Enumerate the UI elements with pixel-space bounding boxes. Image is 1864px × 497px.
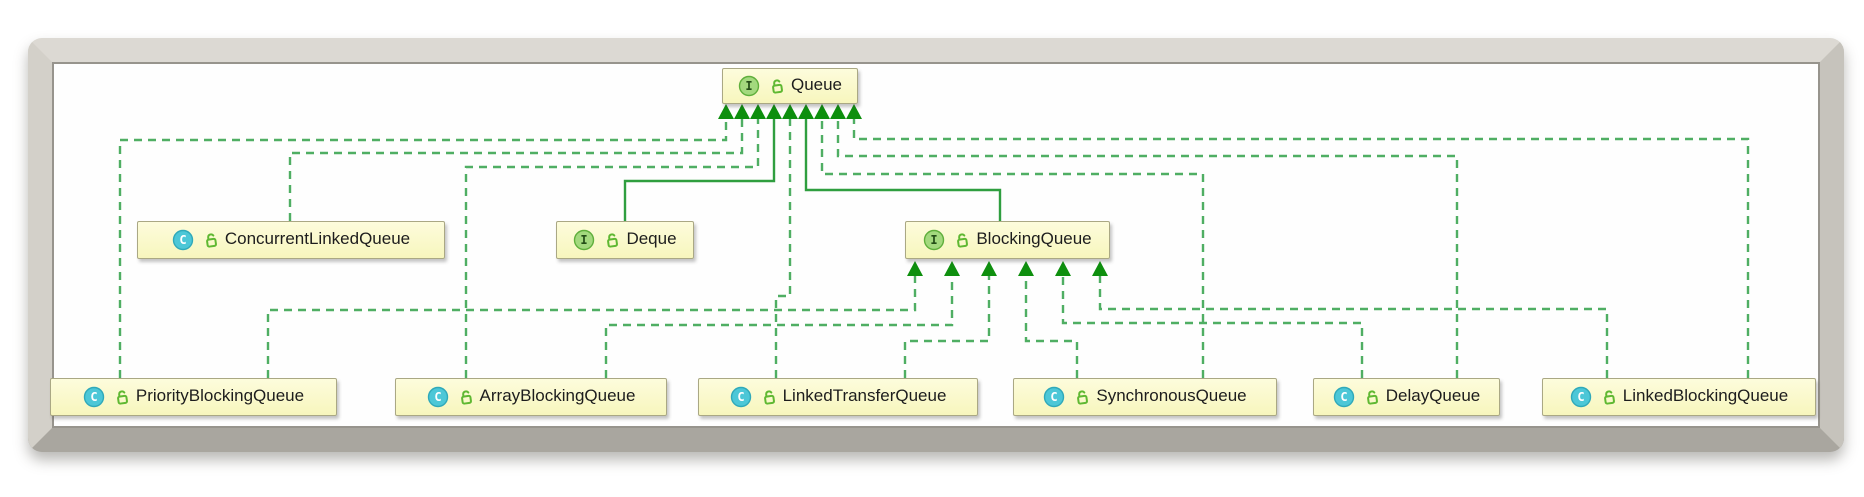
class-icon: C — [1570, 386, 1592, 408]
node-linkedtransferqueue[interactable]: C LinkedTransferQueue — [698, 378, 978, 416]
edge-delayqueue-to-blockingqueue — [1061, 274, 1364, 378]
public-lock-icon — [952, 232, 969, 249]
node-label: ArrayBlockingQueue — [479, 386, 636, 405]
svg-text:C: C — [1340, 390, 1347, 404]
arrowhead-blockingqueue-to-queue — [798, 104, 814, 119]
arrowhead-concurrentlinkedqueue-to-queue — [734, 104, 750, 119]
svg-text:I: I — [745, 79, 752, 93]
svg-text:C: C — [1051, 390, 1058, 404]
edge-priorityblockingqueue-to-blockingqueue — [266, 274, 917, 378]
class-icon: C — [172, 229, 194, 251]
public-lock-icon — [112, 389, 129, 406]
node-label: BlockingQueue — [976, 229, 1092, 248]
svg-text:I: I — [581, 233, 588, 247]
arrowhead-arrayblockingqueue-to-queue — [750, 104, 766, 119]
node-label: SynchronousQueue — [1096, 386, 1247, 405]
svg-text:C: C — [90, 390, 97, 404]
edge-priorityblockingqueue-to-queue — [118, 117, 728, 378]
arrowhead-delayqueue-to-queue — [830, 104, 846, 119]
node-arrayblockingqueue[interactable]: C ArrayBlockingQueue — [395, 378, 667, 416]
edge-synchronousqueue-to-queue — [820, 117, 1205, 378]
node-label: ConcurrentLinkedQueue — [224, 229, 411, 248]
arrowhead-arrayblockingqueue-to-blockingqueue — [944, 261, 960, 276]
edge-deque-to-queue — [623, 117, 776, 221]
edge-linkedblockingqueue-to-blockingqueue — [1098, 274, 1609, 378]
arrowhead-linkedtransferqueue-to-blockingqueue — [981, 261, 997, 276]
node-label: Deque — [626, 229, 677, 248]
node-blockingqueue[interactable]: I BlockingQueue — [905, 221, 1110, 259]
public-lock-icon — [456, 389, 473, 406]
node-concurrentlinkedqueue[interactable]: C ConcurrentLinkedQueue — [137, 221, 445, 259]
node-label: DelayQueue — [1385, 386, 1481, 405]
public-lock-icon — [1362, 389, 1379, 406]
arrowhead-linkedblockingqueue-to-queue — [846, 104, 862, 119]
svg-text:C: C — [1577, 390, 1584, 404]
edge-blockingqueue-to-queue — [804, 117, 1002, 221]
node-deque[interactable]: I Deque — [556, 221, 694, 259]
edge-linkedblockingqueue-to-queue — [852, 117, 1750, 378]
class-icon: C — [730, 386, 752, 408]
arrowhead-linkedblockingqueue-to-blockingqueue — [1092, 261, 1108, 276]
public-lock-icon — [602, 232, 619, 249]
arrowhead-synchronousqueue-to-queue — [814, 104, 830, 119]
svg-text:C: C — [434, 390, 441, 404]
class-icon: C — [83, 386, 105, 408]
node-synchronousqueue[interactable]: C SynchronousQueue — [1013, 378, 1277, 416]
node-queue[interactable]: I Queue — [722, 68, 858, 104]
arrowhead-deque-to-queue — [766, 104, 782, 119]
svg-text:C: C — [179, 233, 186, 247]
arrowhead-synchronousqueue-to-blockingqueue — [1018, 261, 1034, 276]
svg-text:I: I — [931, 233, 938, 247]
edge-linkedtransferqueue-to-blockingqueue — [903, 274, 991, 378]
edge-arrayblockingqueue-to-queue — [464, 117, 760, 378]
arrowhead-priorityblockingqueue-to-queue — [718, 104, 734, 119]
arrowhead-priorityblockingqueue-to-blockingqueue — [907, 261, 923, 276]
node-linkedblockingqueue[interactable]: C LinkedBlockingQueue — [1542, 378, 1816, 416]
public-lock-icon — [1072, 389, 1089, 406]
edge-arrayblockingqueue-to-blockingqueue — [604, 274, 954, 378]
public-lock-icon — [767, 78, 784, 95]
edge-linkedtransferqueue-to-queue — [774, 117, 792, 378]
node-label: LinkedBlockingQueue — [1622, 386, 1789, 405]
class-icon: C — [1043, 386, 1065, 408]
class-icon: C — [1333, 386, 1355, 408]
public-lock-icon — [1599, 389, 1616, 406]
node-label: Queue — [790, 75, 843, 94]
public-lock-icon — [201, 232, 218, 249]
node-priorityblockingqueue[interactable]: C PriorityBlockingQueue — [50, 378, 337, 416]
interface-icon: I — [923, 229, 945, 251]
interface-icon: I — [573, 229, 595, 251]
edge-synchronousqueue-to-blockingqueue — [1024, 274, 1079, 378]
edge-concurrentlinkedqueue-to-queue — [288, 117, 744, 221]
arrowhead-linkedtransferqueue-to-queue — [782, 104, 798, 119]
svg-text:C: C — [737, 390, 744, 404]
interface-icon: I — [738, 75, 760, 97]
node-label: PriorityBlockingQueue — [135, 386, 305, 405]
edge-delayqueue-to-queue — [836, 117, 1459, 378]
arrowhead-delayqueue-to-blockingqueue — [1055, 261, 1071, 276]
node-label: LinkedTransferQueue — [782, 386, 947, 405]
public-lock-icon — [759, 389, 776, 406]
class-icon: C — [427, 386, 449, 408]
node-delayqueue[interactable]: C DelayQueue — [1313, 378, 1500, 416]
